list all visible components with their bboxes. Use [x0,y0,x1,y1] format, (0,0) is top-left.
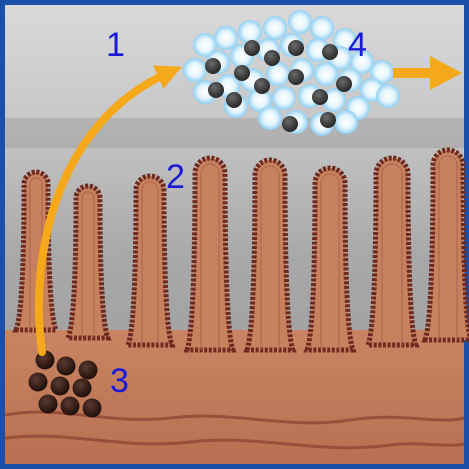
chylomicron-cluster [28,350,102,418]
micelle-bubble [214,26,238,50]
curved-arrow-icon [34,65,182,356]
villus-epithelium [64,183,112,341]
micelle-bubble [322,88,346,112]
micelle-particle [208,82,224,98]
villus-epithelium [243,157,297,353]
submucosa-line-upper [4,410,465,425]
micelle-particle [336,76,352,92]
villus-inner-line [200,163,220,350]
villus-inner-line [29,177,43,330]
micelle-bubble [310,16,334,40]
micelle-bubble [288,10,312,34]
villus-epithelium [364,155,420,348]
villus-epithelium [421,147,469,343]
micelle-bubble [258,106,282,130]
micelle-particle [205,58,221,74]
chylomicron-dot [82,398,102,418]
micelle-bubble [272,86,296,110]
villus-inner-line [260,165,280,350]
label-4: 4 [348,26,367,64]
micelle-bubble [266,62,290,86]
villus [247,160,293,350]
chylomicron-dot [56,356,76,376]
villus-inner-line [381,163,403,345]
chylomicron-dot [28,372,48,392]
micelle-bubble [334,110,358,134]
villus-epithelium [12,169,60,333]
micelle-bubble [193,33,217,57]
micelle-bubble [248,88,272,112]
micelle-particle [264,50,280,66]
villus-inner-line [320,173,340,350]
micelle-cluster [183,10,400,136]
micelle-particle [282,116,298,132]
micelle-particle [322,44,338,60]
villus-inner-line [81,191,95,338]
villus-inner-line [438,155,458,340]
chylomicron-dot [50,376,70,396]
micelle-particle [226,92,242,108]
chylomicron-dot [78,360,98,380]
micelle-particle [320,112,336,128]
micelle-bubble [263,16,287,40]
label-1: 1 [106,26,125,64]
chylomicron-dot [38,394,58,414]
villus [187,158,233,350]
micelle-bubble [333,28,357,52]
chylomicron-dot [72,378,92,398]
right-arrow-icon [393,56,462,90]
lumen-shadow-band [5,118,464,148]
micelle-bubble [376,84,400,108]
micelle-particle [288,40,304,56]
micelle-bubble [183,58,207,82]
villus [307,168,353,350]
micelle-particle [234,65,250,81]
micelle-bubble [350,50,374,74]
micelle-bubble [238,20,262,44]
villi-tissue [5,147,469,464]
micelle-particle [244,40,260,56]
villus-epithelium [183,155,237,353]
villus [368,158,416,345]
villus-inner-line [141,181,159,345]
micelle-bubble [314,62,338,86]
label-2: 2 [166,158,185,196]
chylomicron-dot [60,396,80,416]
micelle-particle [312,89,328,105]
micelle-bubble [370,60,394,84]
micelle-particle [288,69,304,85]
villus-epithelium [124,173,176,348]
villus [425,150,469,340]
villus [128,176,172,345]
villus-epithelium [303,165,357,353]
villus [16,172,56,330]
submucosa-line-lower [4,434,465,450]
micelle-particle [254,78,270,94]
label-3: 3 [110,362,129,400]
